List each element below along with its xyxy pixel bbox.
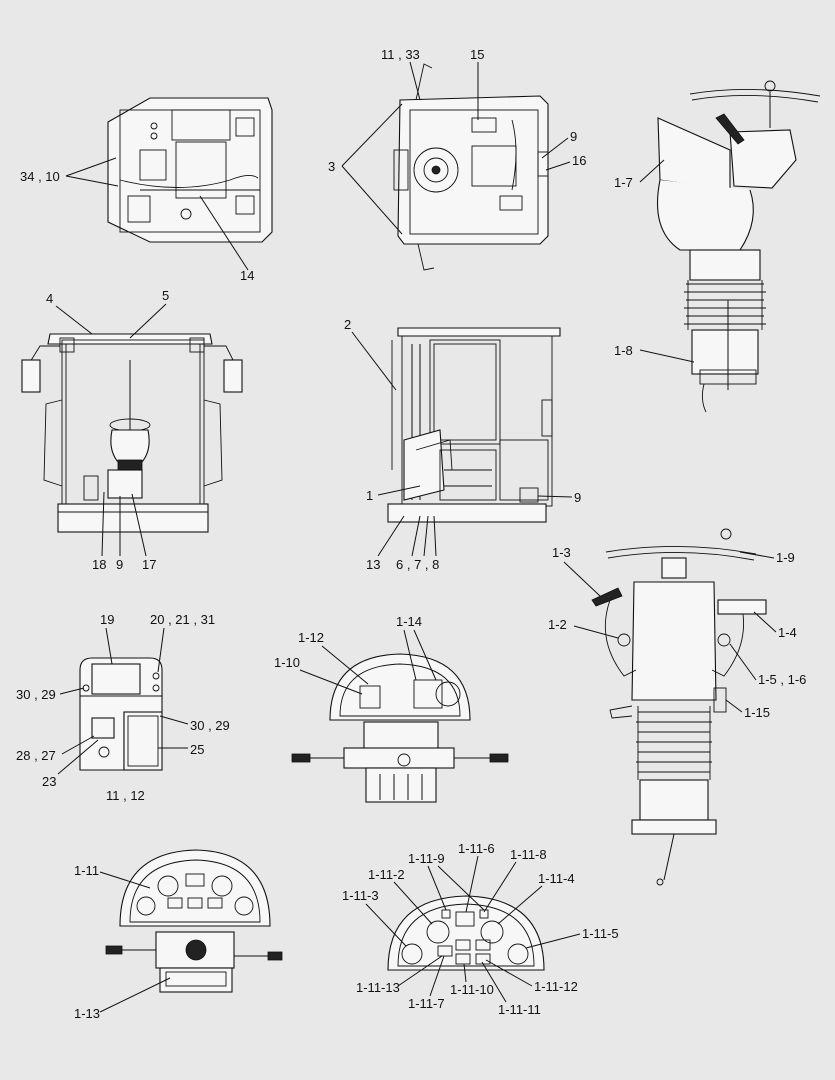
callout-1-15: 1-15 bbox=[744, 705, 770, 720]
callout-1-5-1-6: 1-5 , 1-6 bbox=[758, 672, 806, 687]
callout-23: 23 bbox=[42, 774, 56, 789]
callout-6-7-8: 6 , 7 , 8 bbox=[396, 557, 439, 572]
callout-1-11-11: 1-11-11 bbox=[498, 1002, 541, 1017]
callout-1-3: 1-3 bbox=[552, 545, 571, 560]
bellows bbox=[684, 280, 766, 330]
callout-34-10: 34 , 10 bbox=[20, 169, 60, 184]
callout-1-11-9: 1-11-9 bbox=[408, 851, 445, 866]
dashboard-front: 1-11 1-13 bbox=[74, 849, 283, 1021]
callout-1-11-12: 1-11-12 bbox=[534, 979, 578, 994]
callout-1-12: 1-12 bbox=[298, 630, 324, 645]
callout-13: 13 bbox=[366, 557, 380, 572]
callout-1-11-5: 1-11-5 bbox=[582, 926, 619, 941]
callout-1-11-13: 1-11-13 bbox=[356, 980, 400, 995]
callout-1-8: 1-8 bbox=[614, 343, 633, 358]
cab-top-view: 34 , 10 14 bbox=[20, 97, 273, 283]
callout-1-14: 1-14 bbox=[396, 614, 422, 629]
callout-17: 17 bbox=[142, 557, 156, 572]
callout-20-21-31: 20 , 21 , 31 bbox=[150, 612, 215, 627]
callout-1-9: 1-9 bbox=[776, 550, 795, 565]
callout-9-side: 9 bbox=[574, 490, 581, 505]
cab-roof-view: 11 , 33 15 3 9 16 bbox=[328, 47, 586, 271]
callout-30-29-left: 30 , 29 bbox=[16, 687, 56, 702]
cab-side-view: 2 1 9 13 6 , 7 , 8 bbox=[344, 317, 581, 572]
callout-1-11-6: 1-11-6 bbox=[458, 841, 495, 856]
callout-28-27: 28 , 27 bbox=[16, 748, 56, 763]
callout-1-13: 1-13 bbox=[74, 1006, 100, 1021]
callout-1: 1 bbox=[366, 488, 373, 503]
callout-2: 2 bbox=[344, 317, 351, 332]
cab-front-view: 4 5 18 9 17 bbox=[21, 288, 243, 572]
steering-column-front: 1-3 1-9 1-2 1-4 1-5 , 1-6 1-15 bbox=[548, 528, 806, 886]
callout-18: 18 bbox=[92, 557, 106, 572]
callout-1-11-7: 1-11-7 bbox=[408, 996, 445, 1011]
callout-4: 4 bbox=[46, 291, 53, 306]
callout-30-29-right: 30 , 29 bbox=[190, 718, 230, 733]
callout-1-11-4: 1-11-4 bbox=[538, 871, 575, 886]
callout-11-12: 11 , 12 bbox=[106, 788, 145, 803]
callout-3: 3 bbox=[328, 159, 335, 174]
callout-1-11-3: 1-11-3 bbox=[342, 888, 379, 903]
dashboard-rear: 1-12 1-14 1-10 bbox=[274, 614, 509, 803]
callout-25: 25 bbox=[190, 742, 204, 757]
callout-1-7: 1-7 bbox=[614, 175, 633, 190]
callout-19: 19 bbox=[100, 612, 114, 627]
callout-15: 15 bbox=[470, 47, 484, 62]
callout-1-2: 1-2 bbox=[548, 617, 567, 632]
callout-9: 9 bbox=[570, 129, 577, 144]
callout-5: 5 bbox=[162, 288, 169, 303]
callout-14: 14 bbox=[240, 268, 254, 283]
callout-9-front: 9 bbox=[116, 557, 123, 572]
bellows-front bbox=[636, 706, 712, 780]
control-box: 19 20 , 21 , 31 30 , 29 30 , 29 28 , 27 … bbox=[16, 612, 230, 803]
callout-1-11-2: 1-11-2 bbox=[368, 867, 405, 882]
callout-1-11-8: 1-11-8 bbox=[510, 847, 547, 862]
instrument-panel: 1-11-6 1-11-9 1-11-8 1-11-2 1-11-4 1-11-… bbox=[342, 841, 619, 1017]
callout-16: 16 bbox=[572, 153, 586, 168]
callout-1-4: 1-4 bbox=[778, 625, 797, 640]
steering-column-side: 1-7 1-8 bbox=[614, 80, 821, 413]
callout-1-11: 1-11 bbox=[74, 863, 99, 878]
callout-1-11-10: 1-11-10 bbox=[450, 982, 494, 997]
callout-11-33: 11 , 33 bbox=[381, 47, 420, 62]
callout-1-10: 1-10 bbox=[274, 655, 300, 670]
